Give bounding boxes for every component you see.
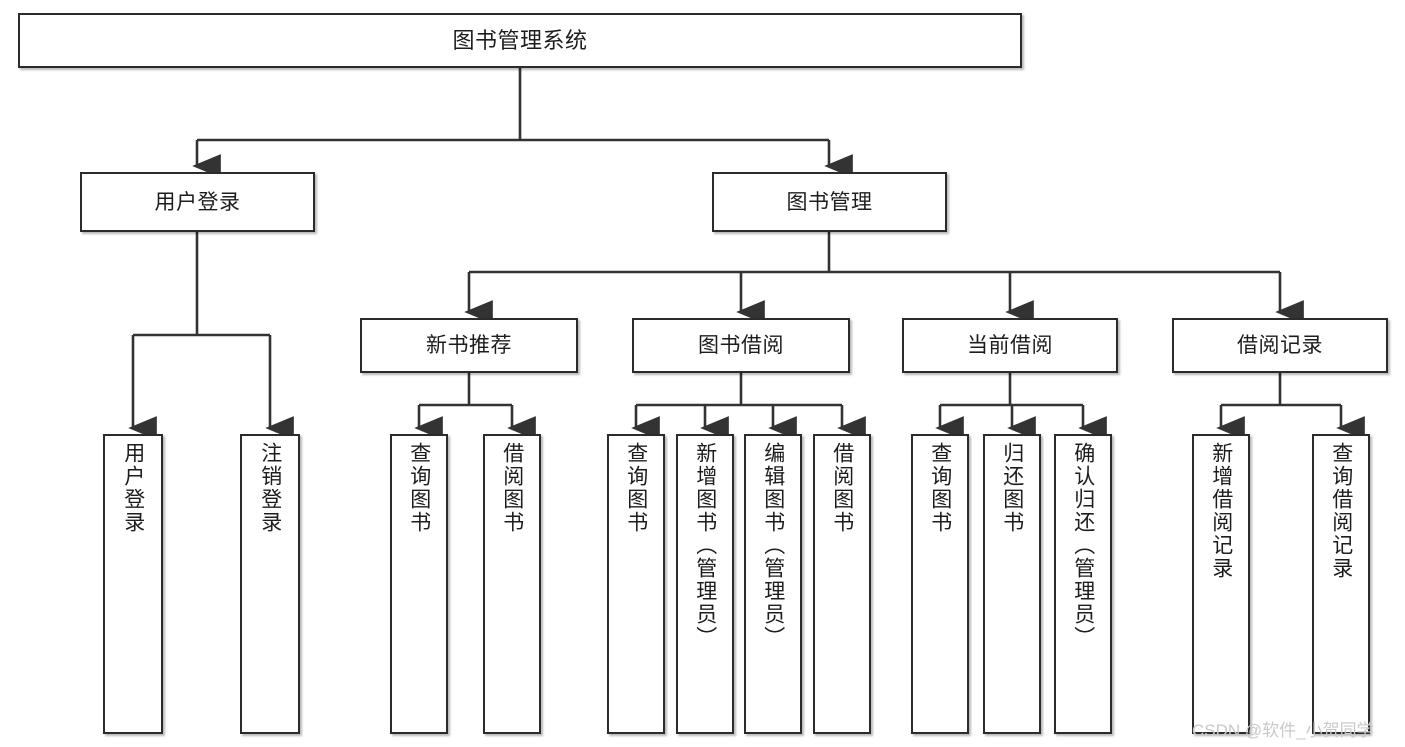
node-leaf-query-book-recommend-label: 查询图书	[407, 442, 431, 534]
node-borrow-record-label: 借阅记录	[1237, 334, 1323, 357]
node-leaf-borrow-book[interactable]: 借阅图书	[813, 434, 871, 734]
node-leaf-return-book[interactable]: 归还图书	[983, 434, 1041, 734]
node-leaf-user-login[interactable]: 用户登录	[103, 434, 163, 734]
node-leaf-return-book-label: 归还图书	[1000, 442, 1024, 534]
node-user-login-label: 用户登录	[154, 190, 241, 214]
node-leaf-query-borrow-record-label: 查询借阅记录	[1329, 442, 1353, 580]
node-root-label: 图书管理系统	[452, 27, 588, 53]
node-leaf-add-book[interactable]: 新增图书（管理员）	[676, 434, 734, 734]
node-leaf-confirm-return[interactable]: 确认归还（管理员）	[1054, 434, 1112, 734]
node-leaf-logout[interactable]: 注销登录	[240, 434, 300, 734]
node-leaf-borrow-book-label: 借阅图书	[830, 442, 854, 534]
node-leaf-borrow-book-recommend[interactable]: 借阅图书	[483, 434, 541, 734]
node-leaf-query-book-recommend[interactable]: 查询图书	[390, 434, 448, 734]
node-leaf-confirm-return-label: 确认归还（管理员）	[1071, 442, 1095, 649]
node-leaf-query-book-current[interactable]: 查询图书	[911, 434, 969, 734]
node-leaf-add-borrow-record-label: 新增借阅记录	[1209, 442, 1233, 580]
node-leaf-borrow-book-recommend-label: 借阅图书	[500, 442, 524, 534]
node-leaf-logout-label: 注销登录	[258, 442, 282, 534]
node-borrow-record[interactable]: 借阅记录	[1172, 318, 1388, 373]
node-leaf-user-login-label: 用户登录	[121, 442, 145, 534]
node-book-management-label: 图书管理	[786, 190, 873, 214]
node-leaf-edit-book-label: 编辑图书（管理员）	[761, 442, 785, 649]
node-leaf-query-book-current-label: 查询图书	[928, 442, 952, 534]
csdn-watermark: CSDN @软件_小贺同学	[1192, 721, 1374, 740]
node-new-book-recommend-label: 新书推荐	[426, 334, 512, 357]
node-current-borrow-label: 当前借阅	[967, 334, 1053, 357]
node-leaf-add-borrow-record[interactable]: 新增借阅记录	[1192, 434, 1250, 734]
node-leaf-query-borrow-record[interactable]: 查询借阅记录	[1312, 434, 1370, 734]
node-book-borrow-label: 图书借阅	[698, 334, 784, 357]
node-leaf-query-book-borrow-label: 查询图书	[624, 442, 648, 534]
node-leaf-query-book-borrow[interactable]: 查询图书	[607, 434, 665, 734]
node-root[interactable]: 图书管理系统	[18, 13, 1022, 68]
node-new-book-recommend[interactable]: 新书推荐	[360, 318, 578, 373]
node-book-borrow[interactable]: 图书借阅	[632, 318, 850, 373]
node-leaf-add-book-label: 新增图书（管理员）	[693, 442, 717, 649]
node-leaf-edit-book[interactable]: 编辑图书（管理员）	[744, 434, 802, 734]
node-book-management[interactable]: 图书管理	[712, 172, 947, 232]
node-current-borrow[interactable]: 当前借阅	[902, 318, 1118, 373]
node-user-login[interactable]: 用户登录	[80, 172, 315, 232]
